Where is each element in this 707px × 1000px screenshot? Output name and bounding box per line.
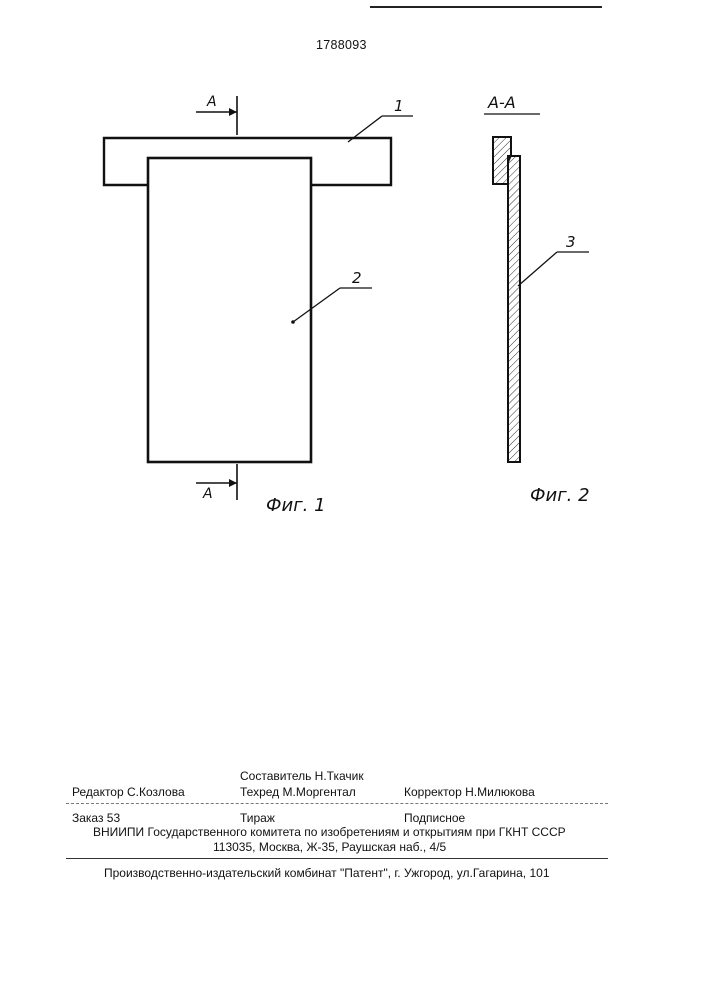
circulation: Тираж bbox=[240, 811, 275, 825]
leader-dot-2 bbox=[291, 320, 295, 324]
figure-1: A A 1 2 Фиг. 1 bbox=[104, 94, 413, 516]
editor-credit: Редактор С.Козлова bbox=[72, 785, 185, 799]
section-label-bottom: A bbox=[202, 486, 213, 502]
callout-3: 3 bbox=[566, 233, 576, 251]
techred-credit: Техред М.Моргентал bbox=[240, 785, 356, 799]
subscription: Подписное bbox=[404, 811, 465, 825]
leader-line-3 bbox=[518, 252, 557, 286]
callout-1: 1 bbox=[394, 97, 404, 115]
leader-line-2 bbox=[293, 288, 340, 322]
figure-2: А-А 3 Фиг. 2 bbox=[484, 93, 590, 506]
figure-2-caption: Фиг. 2 bbox=[530, 485, 590, 506]
address-line: 113035, Москва, Ж-35, Раушская наб., 4/5 bbox=[213, 840, 446, 854]
figure-drawings: A A 1 2 Фиг. 1 А-А 3 Фиг. 2 bbox=[0, 0, 707, 540]
publisher-line: ВНИИПИ Государственного комитета по изоб… bbox=[93, 825, 566, 839]
compiler-credit: Составитель Н.Ткачик bbox=[240, 769, 364, 783]
section-label-top: A bbox=[206, 94, 217, 110]
plate-part-2 bbox=[148, 158, 311, 462]
section-title: А-А bbox=[487, 93, 516, 112]
order-number: Заказ 53 bbox=[72, 811, 120, 825]
figure-1-caption: Фиг. 1 bbox=[266, 495, 326, 516]
printer-line: Производственно-издательский комбинат "П… bbox=[104, 866, 550, 880]
corrector-credit: Корректор Н.Милюкова bbox=[404, 785, 535, 799]
credits-divider bbox=[66, 803, 608, 804]
section-profile-plate bbox=[508, 156, 520, 462]
callout-2: 2 bbox=[352, 269, 362, 287]
footer-divider bbox=[66, 858, 608, 859]
